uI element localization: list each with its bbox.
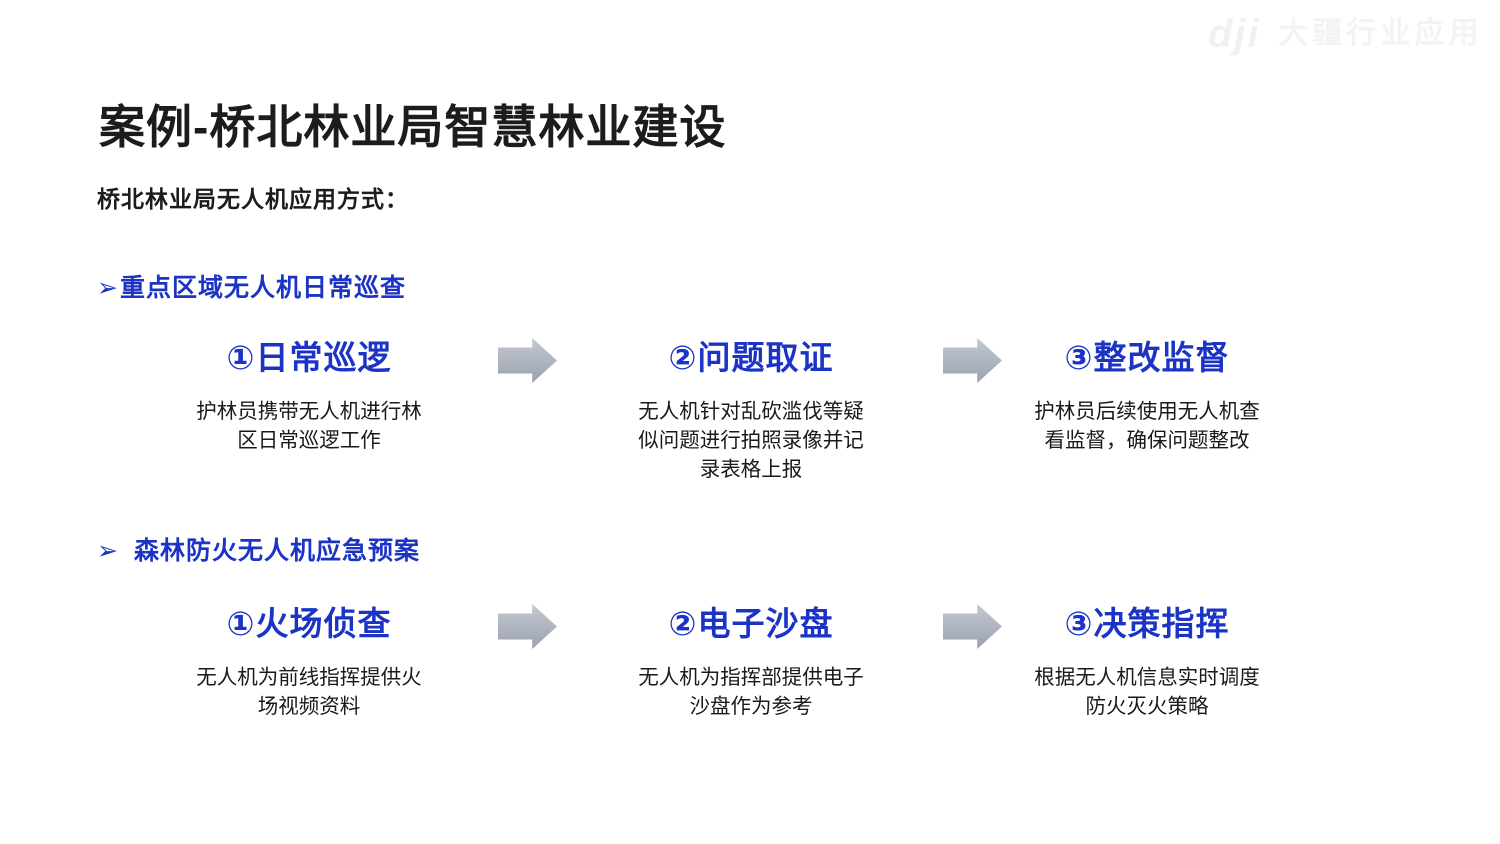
page-subtitle: 桥北林业局无人机应用方式：: [97, 186, 409, 212]
arrowhead-bullet-icon: ➢: [97, 537, 119, 565]
section-heading-fire-emergency: ➢ 森林防火无人机应急预案: [97, 531, 420, 567]
step-evidence: ②问题取证 无人机针对乱砍滥伐等疑 似问题进行拍照录像并记 录表格上报: [596, 336, 906, 484]
step-fire-scouting: ①火场侦查 无人机为前线指挥提供火 场视频资料: [154, 602, 464, 721]
step-description: 无人机为指挥部提供电子 沙盘作为参考: [638, 666, 864, 718]
section-heading-label: 森林防火无人机应急预案: [133, 537, 420, 565]
step-decision-command: ③决策指挥 根据无人机信息实时调度 防火灭火策略: [992, 602, 1302, 721]
step-description: 无人机针对乱砍滥伐等疑 似问题进行拍照录像并记 录表格上报: [638, 400, 864, 481]
step-description: 根据无人机信息实时调度 防火灭火策略: [1034, 666, 1260, 718]
arrowhead-bullet-icon: ➢: [97, 274, 119, 302]
step-title: ③决策指挥: [1064, 605, 1230, 642]
step-title: ②电子沙盘: [668, 605, 834, 642]
step-title: ③整改监督: [1064, 339, 1230, 376]
step-title: ①日常巡逻: [226, 339, 392, 376]
step-description: 护林员后续使用无人机查 看监督，确保问题整改: [1034, 400, 1260, 452]
page-title: 案例-桥北林业局智慧林业建设: [99, 101, 727, 153]
step-digital-sandtable: ②电子沙盘 无人机为指挥部提供电子 沙盘作为参考: [596, 602, 906, 721]
section-heading-daily-patrol: ➢重点区域无人机日常巡查: [97, 268, 406, 304]
step-title: ①火场侦查: [226, 605, 392, 642]
step-title: ②问题取证: [668, 339, 834, 376]
brand-text: 大疆行业应用: [1278, 17, 1483, 50]
step-description: 护林员携带无人机进行林 区日常巡逻工作: [196, 400, 422, 452]
dji-logo-icon: dji: [1208, 12, 1261, 56]
right-arrow-icon: [498, 338, 557, 383]
brand-watermark: dji 大疆行业应用: [1208, 14, 1483, 54]
step-daily-patrol: ①日常巡逻 护林员携带无人机进行林 区日常巡逻工作: [154, 336, 464, 455]
section-heading-label: 重点区域无人机日常巡查: [119, 274, 406, 302]
right-arrow-icon: [498, 604, 557, 649]
step-description: 无人机为前线指挥提供火 场视频资料: [196, 666, 422, 718]
step-supervision: ③整改监督 护林员后续使用无人机查 看监督，确保问题整改: [992, 336, 1302, 455]
